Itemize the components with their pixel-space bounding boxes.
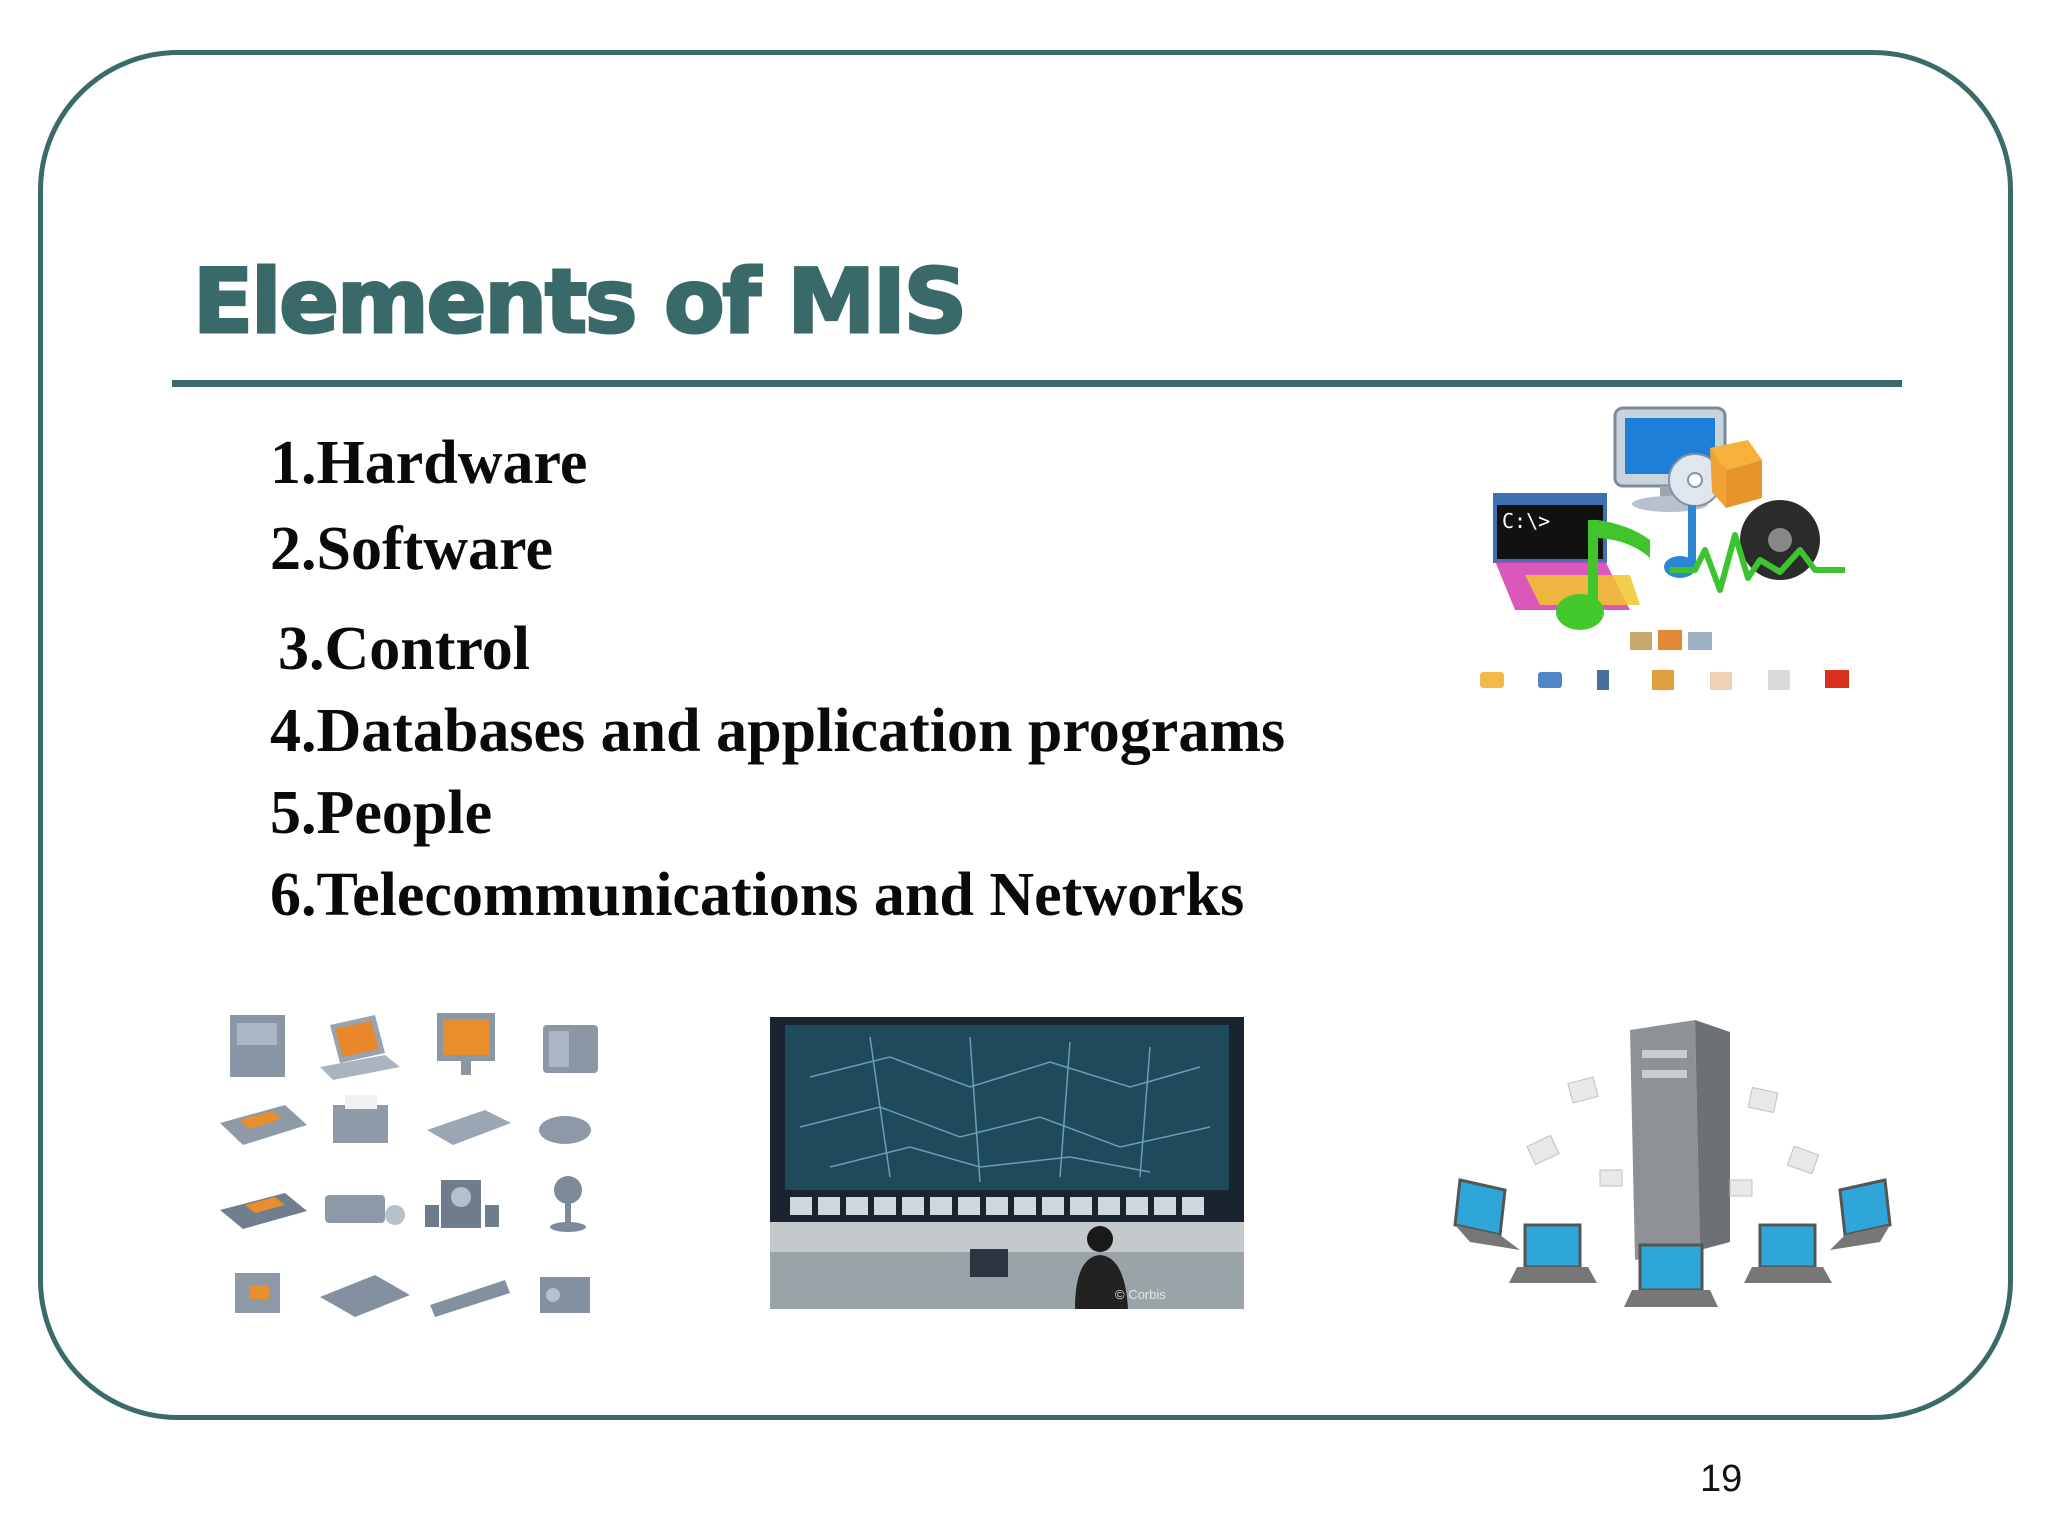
flying-papers: [1526, 1076, 1820, 1197]
software-illustration: C:\>: [1480, 406, 1849, 690]
audio-waveform-icon: [1664, 500, 1845, 593]
title-underline: [172, 380, 1902, 387]
server-tower-icon: [1630, 1020, 1730, 1260]
network-illustration: [1453, 1020, 1892, 1307]
list-item-databases: 4.Databases and application programs: [270, 697, 1286, 765]
laptop-icons: [1453, 1178, 1892, 1307]
monitor-icon: [1613, 406, 1727, 512]
list-item-software: 2.Software: [270, 515, 553, 583]
control-room-photo: © Corbis: [770, 1017, 1244, 1309]
keyboard-icon: [427, 1110, 511, 1145]
scanner-icon: [220, 1105, 307, 1145]
laptop-icon: [320, 1015, 400, 1080]
toolbar-icons-row: [1480, 630, 1849, 690]
external-drive-icon: [543, 1025, 598, 1073]
svg-text:C:\>: C:\>: [1502, 509, 1550, 533]
motherboard-icon: [320, 1275, 410, 1317]
mouse-icon: [539, 1116, 591, 1144]
printer-icon: [333, 1095, 388, 1143]
photo-watermark: © Corbis: [1115, 1287, 1166, 1302]
ram-module-icon: [430, 1280, 510, 1317]
list-item-hardware: 1.Hardware: [270, 429, 588, 497]
flat-monitor-icon: [437, 1013, 495, 1075]
command-prompt-icon: C:\>: [1493, 493, 1640, 610]
list-item-telecommunications: 6.Telecommunications and Networks: [270, 861, 1245, 929]
music-note-icon: [1556, 520, 1650, 630]
hardware-illustration: [220, 1013, 598, 1317]
slide-title: Elements of MIS: [191, 250, 968, 353]
monitor-wall: [785, 1025, 1229, 1190]
power-supply-icon: [540, 1277, 590, 1313]
slide-border-frame: [38, 50, 2013, 1420]
microphone-icon: [550, 1176, 586, 1232]
list-item-control: 3.Control: [278, 615, 531, 683]
page-number: 19: [1700, 1458, 1743, 1500]
desktop-tower-icon: [230, 1015, 285, 1077]
package-box-icon: [1710, 440, 1762, 508]
speakers-icon: [425, 1180, 499, 1228]
video-camera-icon: [235, 1273, 280, 1313]
tablet-pen-icon: [220, 1193, 307, 1229]
webcam-headset-icon: [325, 1195, 405, 1225]
list-item-people: 5.People: [270, 779, 493, 847]
operator-silhouette: [1075, 1226, 1128, 1309]
